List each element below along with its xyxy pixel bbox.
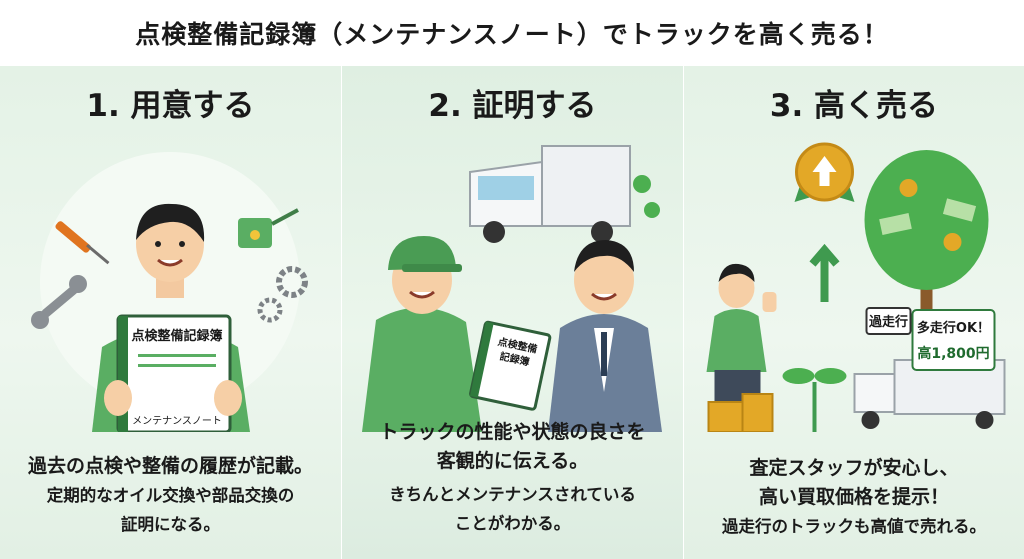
caption-prove: トラックの性能や状態の良さを 客観的に伝える。 きちんとメンテナンスされている … <box>350 418 675 538</box>
screwdriver-icon <box>55 221 110 265</box>
page-title: 点検整備記録簿（メンテナンスノート）でトラックを高く売る！ <box>135 20 889 49</box>
sell-high-illustration: 過走行 多走行OK！ 高1,800円 <box>706 142 1006 432</box>
gear-icon <box>257 266 308 323</box>
caption-line: ことがわかる。 <box>454 514 571 533</box>
check-icon <box>644 202 660 218</box>
right-hand <box>214 380 242 416</box>
logbook-title: 点検整備記録簿 <box>131 328 222 344</box>
up-arrow-icon <box>809 243 840 302</box>
medal-icon <box>794 142 855 202</box>
caption-line: 定期的なオイル交換や部品交換の <box>46 486 295 505</box>
sprout-icon <box>782 368 847 432</box>
wrench-icon <box>31 275 87 329</box>
caption-line: トラックの性能や状態の良さを <box>379 421 646 443</box>
logbook-subtitle: メンテナンスノート <box>132 415 222 427</box>
businessman-figure <box>548 240 662 432</box>
panel-title: 2. 証明する <box>428 88 597 124</box>
panel-title: 3. 高く売る <box>769 88 939 124</box>
logbook: 点検整備 記録簿 <box>469 320 552 411</box>
caption-line: 過去の点検や整備の履歴が記載。 <box>27 455 313 477</box>
caption-sell-high: 査定スタッフが安心し、 高い買取価格を提示！ 過走行のトラックも高値で売れる。 <box>692 454 1016 541</box>
logbook: 点検整備記録簿 メンテナンスノート <box>116 314 232 432</box>
caption-line: 証明になる。 <box>121 515 220 534</box>
coin-stack-icon <box>707 393 774 432</box>
price-sign: 過走行 多走行OK！ 高1,800円 <box>865 307 996 371</box>
sign-price-text: 高1,800円 <box>917 345 989 362</box>
panel-prove: 2. 証明する <box>342 66 683 559</box>
panel-prepare: 1. 用意する <box>0 66 341 559</box>
header-banner: 点検整備記録簿（メンテナンスノート）でトラックを高く売る！ <box>0 0 1024 66</box>
left-hand <box>104 380 132 416</box>
sign-label: 過走行 <box>868 314 908 330</box>
panel-sell-high: 3. 高く売る <box>684 66 1024 559</box>
handover-logbook-illustration: 点検整備 記録簿 <box>362 145 662 432</box>
caption-prepare: 過去の点検や整備の履歴が記載。 定期的なオイル交換や部品交換の 証明になる。 <box>8 452 333 539</box>
caption-line: 高い買取価格を提示！ <box>758 486 949 508</box>
mechanic-figure <box>362 236 482 432</box>
oil-can-icon <box>238 208 299 248</box>
sign-ok-text: 多走行OK！ <box>917 320 990 336</box>
caption-line: 査定スタッフが安心し、 <box>749 457 959 479</box>
caption-line: 過走行のトラックも高値で売れる。 <box>722 517 986 536</box>
truck-icon <box>469 145 631 243</box>
caption-line: きちんとメンテナンスされている <box>389 485 636 504</box>
caption-line: 客観的に伝える。 <box>436 450 589 472</box>
mechanic-holding-logbook-illustration: 点検整備記録簿 メンテナンスノート <box>31 152 308 432</box>
panel-title: 1. 用意する <box>86 88 255 124</box>
check-icon <box>633 175 651 193</box>
